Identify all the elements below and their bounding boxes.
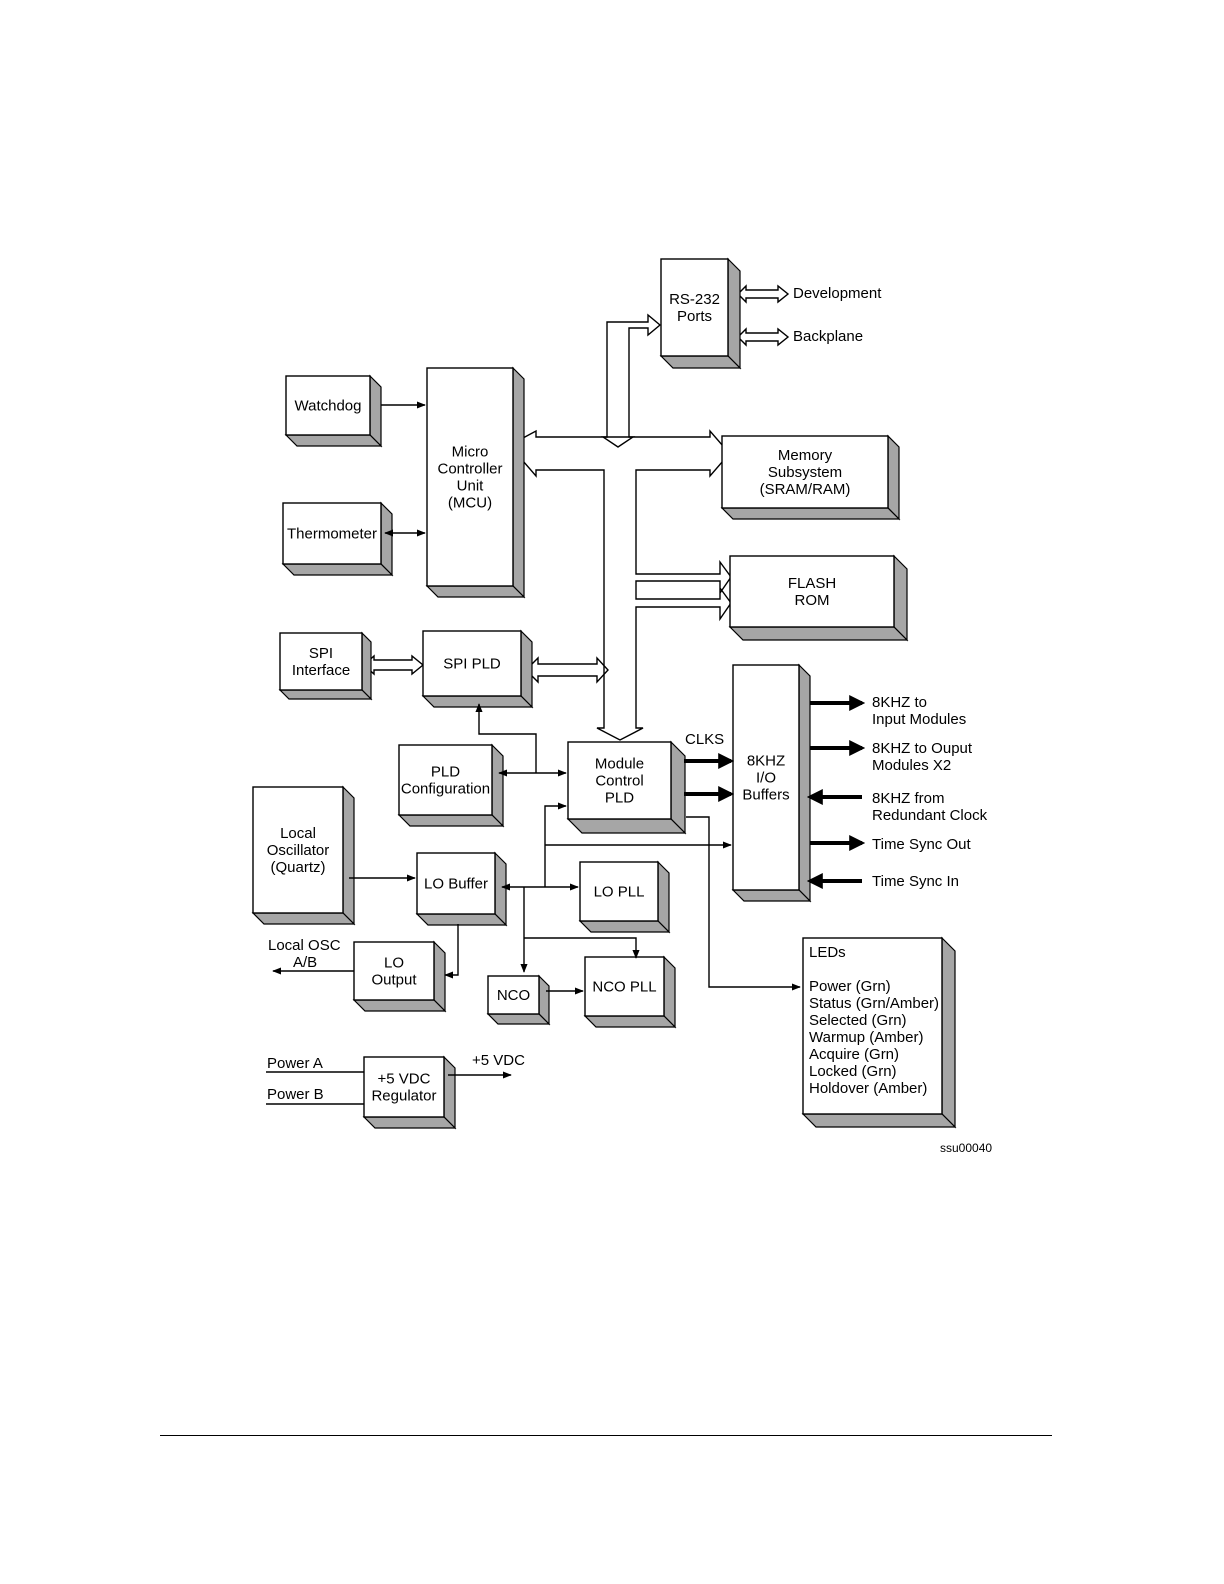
block-leds-label: Selected (Grn) — [809, 1012, 907, 1029]
block-regulator-label: Regulator — [371, 1088, 436, 1105]
block-local-osc-label: Local — [280, 825, 316, 842]
block-lo-pll: LO PLL — [578, 860, 671, 934]
block-pld-config-label: Configuration — [401, 781, 490, 798]
clock-arrows — [684, 695, 866, 889]
development-label: Development — [793, 285, 882, 302]
local-osc-ab-label-1: Local OSC — [268, 937, 341, 954]
development-arrow — [737, 284, 790, 304]
mcu-bus-arrow — [522, 429, 732, 741]
block-watchdog-label: Watchdog — [295, 398, 362, 415]
block-spi-interface-label: Interface — [292, 662, 350, 679]
local-osc-ab-label-2: A/B — [293, 954, 317, 971]
spi-pld-bus-arrow — [525, 656, 609, 684]
block-leds-label: Power (Grn) — [809, 978, 891, 995]
block-lo-output-label: LO — [384, 955, 404, 972]
figure-id: ssu00040 — [940, 1141, 992, 1155]
spi-interface-arrow — [362, 654, 425, 676]
block-flash-label: FLASH — [788, 575, 836, 592]
plus5vdc-label: +5 VDC — [472, 1052, 525, 1069]
block-local-osc-label: (Quartz) — [270, 859, 325, 876]
block-spi-pld-label: SPI PLD — [443, 656, 501, 673]
block-local-osc-label: Oscillator — [267, 842, 330, 859]
backplane-arrow — [737, 327, 790, 347]
backplane-label: Backplane — [793, 328, 863, 345]
out-output-modules-label-2: Modules X2 — [872, 757, 951, 774]
block-io-buffers-label: 8KHZ — [747, 753, 785, 770]
block-thermometer: Thermometer — [281, 501, 394, 577]
block-lo-output-label: Output — [371, 972, 417, 989]
blocks: RS-232PortsWatchdogMicroControllerUnit(M… — [251, 257, 957, 1130]
block-mcu-label: (MCU) — [448, 495, 492, 512]
time-sync-in-label: Time Sync In — [872, 873, 959, 890]
block-mcu-label: Controller — [437, 461, 502, 478]
power-a-label: Power A — [267, 1055, 323, 1072]
block-mcu-label: Micro — [452, 444, 489, 461]
out-input-modules-label-1: 8KHZ to — [872, 694, 927, 711]
block-leds-label: Status (Grn/Amber) — [809, 995, 939, 1012]
block-pld-config-label: PLD — [431, 764, 460, 781]
block-spi-pld: SPI PLD — [421, 629, 534, 709]
block-leds-label: Acquire (Grn) — [809, 1046, 899, 1063]
block-mcu-label: Unit — [457, 478, 485, 495]
block-leds-label: Locked (Grn) — [809, 1063, 897, 1080]
module-leds-wire — [686, 816, 801, 991]
out-output-modules-label-1: 8KHZ to Ouput — [872, 740, 973, 757]
time-sync-out-label: Time Sync Out — [872, 836, 971, 853]
block-rs232-label: RS-232 — [669, 291, 720, 308]
footer-rule — [160, 1435, 1052, 1436]
block-nco: NCO — [486, 974, 551, 1026]
out-input-modules-label-2: Input Modules — [872, 711, 966, 728]
rs232-bus-arrow — [600, 313, 662, 448]
clks-label: CLKS — [685, 731, 724, 748]
lo-to-ncopll-wire — [524, 937, 640, 959]
block-thermometer-label: Thermometer — [287, 526, 377, 543]
block-lo-pll-label: LO PLL — [594, 884, 645, 901]
block-regulator-label: +5 VDC — [378, 1071, 431, 1088]
block-module-control-label: PLD — [605, 790, 634, 807]
power-b-label: Power B — [267, 1086, 324, 1103]
block-nco-pll-label: NCO PLL — [592, 979, 656, 996]
block-memory-label: Memory — [778, 447, 833, 464]
block-rs232-label: Ports — [677, 308, 712, 325]
lo-distribution-wire — [544, 802, 567, 887]
block-spi-interface-label: SPI — [309, 645, 333, 662]
block-module-control-label: Control — [595, 773, 643, 790]
block-module-control-label: Module — [595, 756, 644, 773]
in-redundant-label-2: Redundant Clock — [872, 807, 988, 824]
block-nco-label: NCO — [497, 987, 530, 1004]
labels: Development Backplane CLKS 8KHZ to Input… — [267, 285, 992, 1155]
block-flash-label: ROM — [795, 592, 830, 609]
block-nco-pll: NCO PLL — [583, 955, 677, 1029]
connectors — [266, 401, 801, 1105]
block-leds-label: Holdover (Amber) — [809, 1080, 927, 1097]
block-leds-label: LEDs — [809, 944, 846, 961]
block-lo-buffer-label: LO Buffer — [424, 876, 488, 893]
spi-pld-up-wire — [475, 703, 537, 773]
block-lo-buffer: LO Buffer — [415, 851, 508, 927]
block-io-buffers-label: I/O — [756, 770, 776, 787]
block-watchdog: Watchdog — [284, 374, 383, 448]
lobuffer-looutput-wire — [444, 924, 459, 979]
block-io-buffers-label: Buffers — [742, 787, 789, 804]
block-memory-label: Subsystem — [768, 464, 842, 481]
block-leds-label: Warmup (Amber) — [809, 1029, 923, 1046]
in-redundant-label-1: 8KHZ from — [872, 790, 945, 807]
block-memory-label: (SRAM/RAM) — [760, 481, 851, 498]
